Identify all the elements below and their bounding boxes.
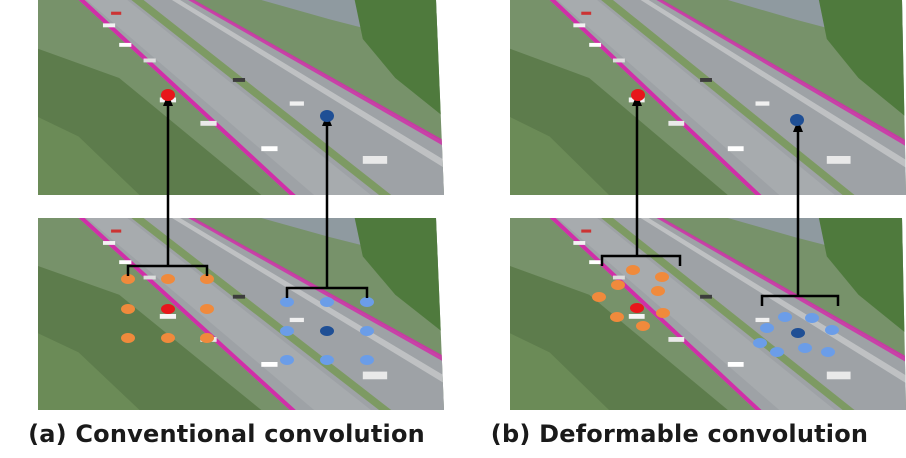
sample-point (592, 292, 606, 302)
sample-point (656, 308, 670, 318)
feature-map-bottom-b (510, 218, 906, 410)
sampling-grid-orange-a (121, 274, 214, 343)
sample-point (200, 274, 214, 284)
sample-point (805, 313, 819, 323)
sample-point (770, 347, 784, 357)
target-point-red (161, 89, 175, 101)
feature-map-top-b (510, 0, 906, 195)
sample-point (821, 347, 835, 357)
sample-point (655, 272, 669, 282)
target-point-blue (320, 110, 334, 122)
sample-point (200, 304, 214, 314)
target-point-blue (790, 114, 804, 126)
sample-point (611, 280, 625, 290)
center-point-red (161, 304, 175, 314)
sample-point (778, 312, 792, 322)
panel-deformable (510, 0, 906, 410)
sample-point (360, 355, 374, 365)
sample-point (651, 286, 665, 296)
center-point-blue (320, 326, 334, 336)
sample-point (636, 321, 650, 331)
caption-deformable: (b) Deformable convolution (490, 420, 869, 448)
sample-point (161, 274, 175, 284)
sample-point (798, 343, 812, 353)
sample-point (280, 355, 294, 365)
sample-point (753, 338, 767, 348)
sampling-grid-orange-b (592, 265, 670, 331)
sample-point (360, 297, 374, 307)
sample-point (121, 333, 135, 343)
center-point-blue (791, 328, 805, 338)
feature-map-bottom-a (38, 218, 444, 410)
connector-blue-b (760, 120, 840, 306)
sample-point (626, 265, 640, 275)
target-point-red (631, 89, 645, 101)
sample-point (760, 323, 774, 333)
sampling-grid-blue-a (280, 297, 374, 365)
caption-conventional: (a) Conventional convolution (28, 420, 425, 448)
sample-point (825, 325, 839, 335)
sample-point (161, 333, 175, 343)
sample-point (320, 297, 334, 307)
sample-point (320, 355, 334, 365)
panel-conventional (38, 0, 444, 410)
sampling-grid-blue-b (753, 312, 839, 357)
feature-map-top-a (38, 0, 444, 195)
sample-point (200, 333, 214, 343)
sample-point (280, 297, 294, 307)
sample-point (121, 304, 135, 314)
sample-point (121, 274, 135, 284)
sample-point (280, 326, 294, 336)
center-point-red (630, 303, 644, 313)
sample-point (360, 326, 374, 336)
sample-point (610, 312, 624, 322)
